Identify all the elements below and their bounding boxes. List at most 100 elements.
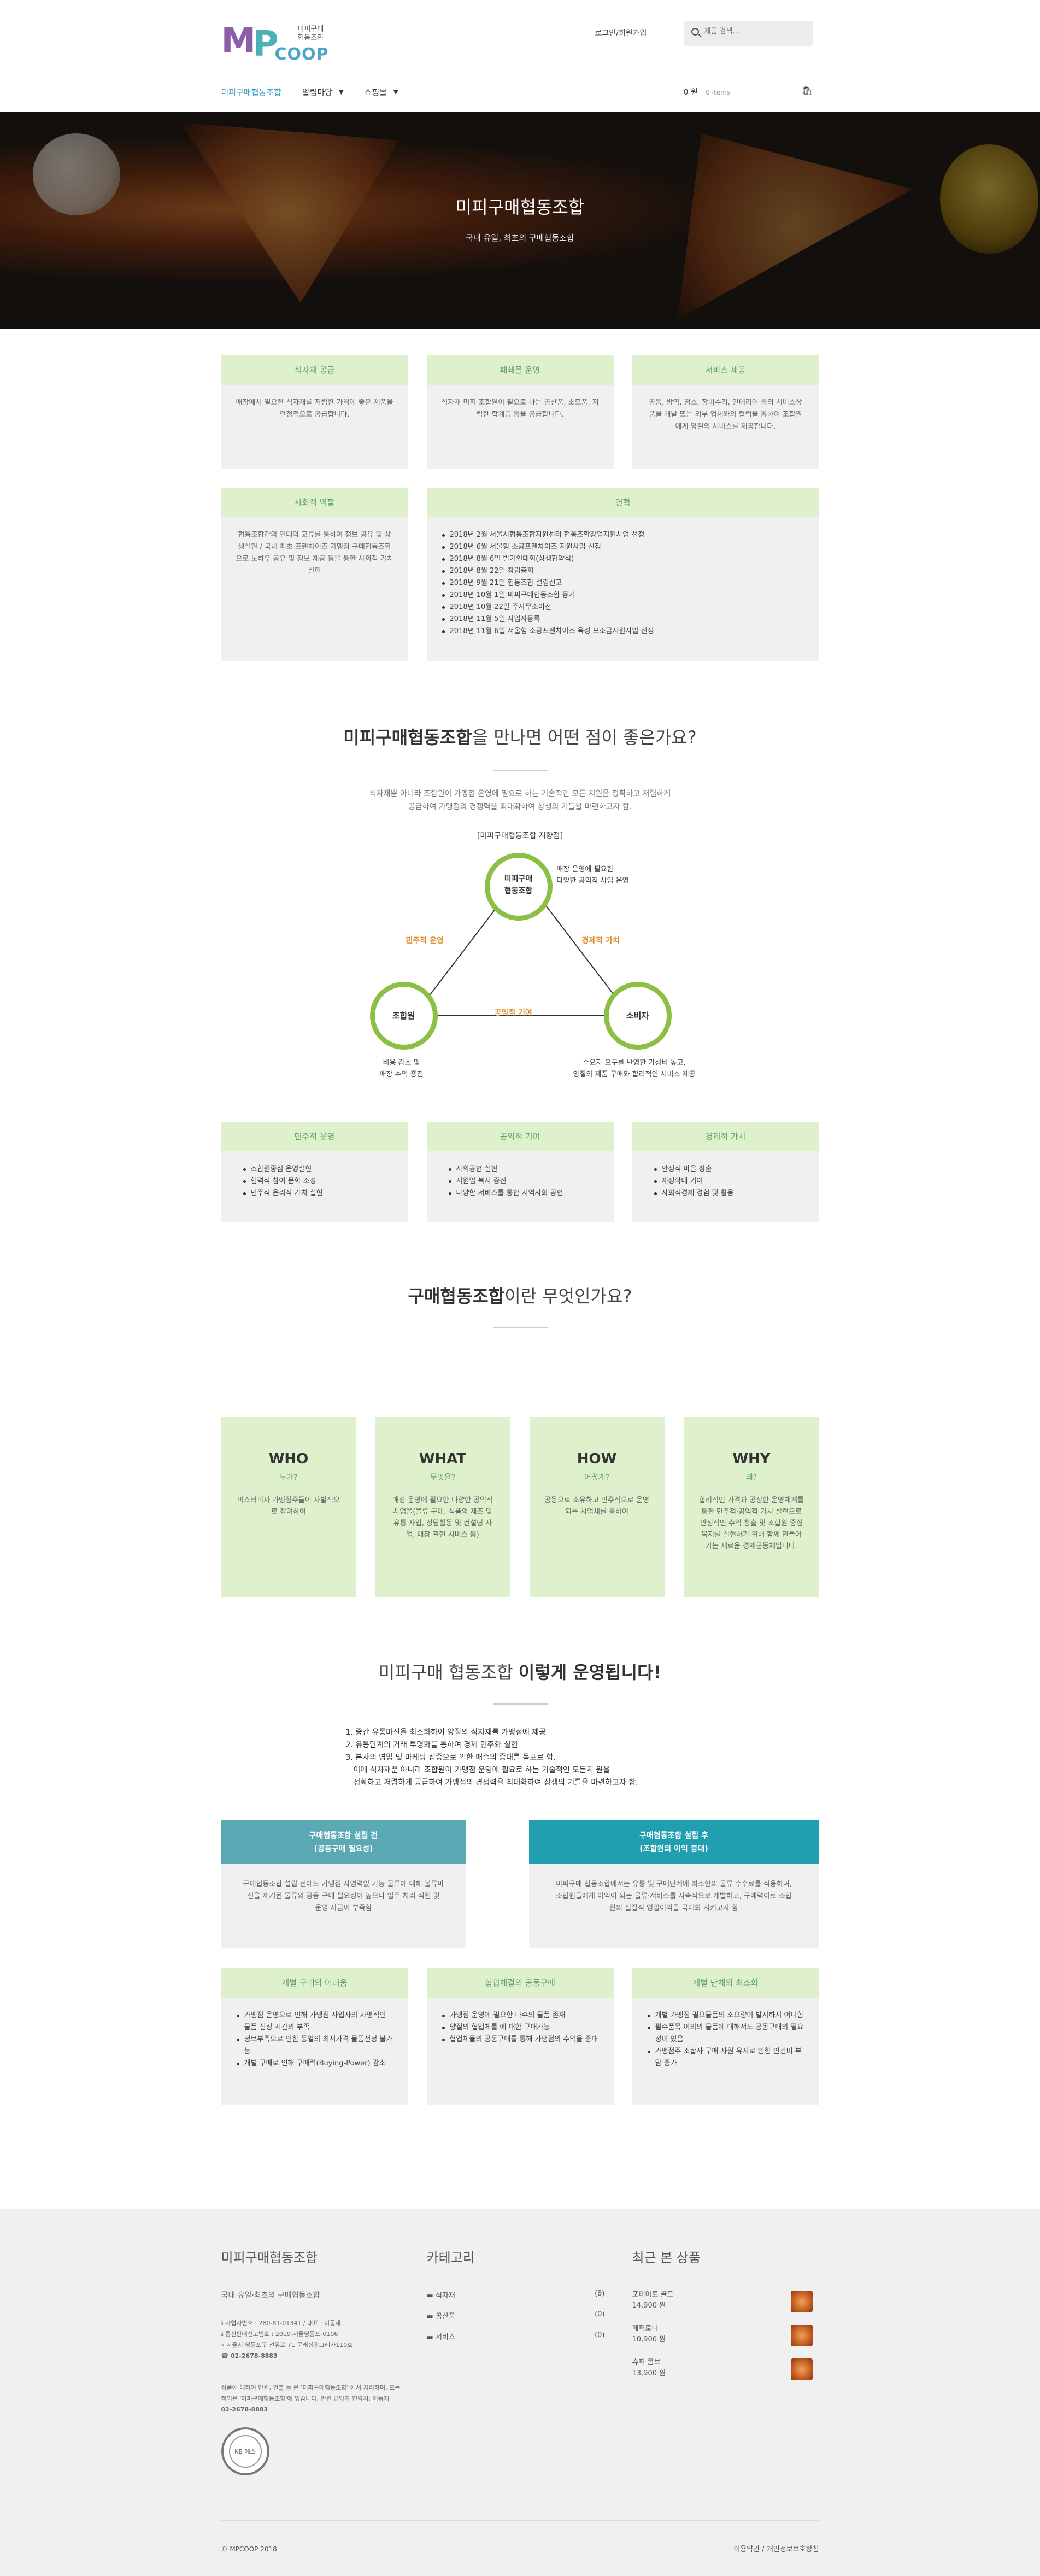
problem-item: 정보부족으로 인한 동일의 최저가격 물품선정 불가능 bbox=[236, 2034, 394, 2058]
info-card-body: 식자재 미피 조합원이 필요로 하는 공산품, 소모품, 저렴한 합계품 등을 … bbox=[441, 399, 599, 419]
info-card-title: 사회적 역할 bbox=[221, 488, 408, 517]
what-box-desc: 미스터피자 가맹점주들이 자발적으로 참여하여 bbox=[237, 1496, 340, 1516]
recent-product[interactable]: 페퍼로니 10,900 원 bbox=[632, 2323, 666, 2345]
diagram-text-line: 다양한 공익적 사업 운영 bbox=[556, 877, 629, 885]
recent-product-name: 포테이토 골드 bbox=[632, 2291, 674, 2299]
value-item: 민주적 윤리적 가치 실현 bbox=[242, 1187, 394, 1199]
recent-product[interactable]: 슈퍼 콤보 13,900 원 bbox=[632, 2357, 666, 2379]
value-item: 안정적 마을 창출 bbox=[653, 1163, 805, 1175]
problem-card-body: 개별 가맹점 필요물품의 소요량이 발지하지 어니함 필수품목 이외의 물품에 … bbox=[632, 1998, 819, 2082]
history-item: 2018년 11월 5일 사업자등록 bbox=[441, 613, 805, 625]
value-card-title: 민주적 운영 bbox=[221, 1122, 408, 1151]
legal-links[interactable]: 이용약관 / 개인정보보호방침 bbox=[733, 2545, 819, 2554]
operation-list-item: 정확하고 저렴하게 공급하여 가맹점의 경쟁력을 최대화하여 상생의 기틀을 마… bbox=[353, 1778, 638, 1787]
diagram-node-consumer: 소비자 bbox=[603, 982, 672, 1050]
shopping-bag-icon: 🛍 bbox=[801, 85, 813, 96]
problem-card: 협업체결의 공동구매 가맹점 운영에 필요한 다수의 물품 존재 양질의 협업체… bbox=[426, 1968, 614, 2105]
folder-icon: ▬ bbox=[426, 2312, 433, 2321]
recent-product-thumbnail[interactable] bbox=[790, 2291, 813, 2312]
footer-title: 미피구매협동조합 bbox=[221, 2250, 318, 2265]
info-card-body: 매장에서 필요한 식자재를 저렴한 가격에 좋은 제품을 안정적으로 공급합니다… bbox=[236, 399, 393, 419]
hero-overlay bbox=[0, 112, 1040, 329]
problem-list: 개별 가맹점 필요물품의 소요량이 발지하지 어니함 필수품목 이외의 물품에 … bbox=[647, 2010, 805, 2070]
nav-item-mpcoop[interactable]: 미피구매협동조합 bbox=[221, 86, 281, 98]
problem-card-body: 가맹점 운영으로 인해 가맹점 사업자의 자영적인 물품 선정 시간의 부족 정… bbox=[221, 1998, 408, 2082]
diagram-label-public: 공익적 기여 bbox=[494, 1009, 532, 1017]
value-item: 사회적경제 경험 및 활용 bbox=[653, 1187, 805, 1199]
operation-title-rest: 미피구매 협동조합 bbox=[378, 1662, 519, 1683]
hero-subtitle: 국내 유일, 최초의 구매협동조합 bbox=[466, 233, 574, 243]
value-list: 조합원중심 운영실현 협력적 참여 문화 조성 민주적 윤리적 가치 실현 bbox=[242, 1163, 394, 1199]
diagram-caption: [미피구매협동조합 지향점] bbox=[477, 832, 563, 840]
value-item: 사회공헌 실현 bbox=[448, 1163, 600, 1175]
diagram-text-line: 매장 운영에 필요한 bbox=[556, 865, 614, 874]
diagram-text-line: 수요자 요구를 반영한 가성비 높고, bbox=[583, 1059, 686, 1067]
problem-list: 가맹점 운영에 필요한 다수의 물품 존재 양질의 협업체를 에 대한 구매가능… bbox=[441, 2010, 600, 2046]
what-title-rest: 이란 무엇인가요? bbox=[504, 1286, 632, 1307]
what-box-title: HOW bbox=[577, 1451, 617, 1467]
history-item: 2018년 8월 6일 발기인대회(상생협약식) bbox=[441, 553, 805, 565]
history-item: 2018년 6월 서울형 소공프랜차이즈 지원사업 선정 bbox=[441, 541, 805, 553]
value-card-body: 조합원중심 운영실현 협력적 참여 문화 조성 민주적 윤리적 가치 실현 bbox=[221, 1151, 408, 1211]
value-card: 경제적 가치 안정적 마을 창출 재정확대 기여 사회적경제 경험 및 활용 bbox=[632, 1122, 819, 1222]
operation-list-item: 1. 중간 유통마진을 최소화하여 양질의 식자재를 가맹점에 제공 bbox=[345, 1728, 547, 1737]
history-item: 2018년 9월 21일 협동조합 설립신고 bbox=[441, 577, 805, 589]
footer-address: 서울시 영등포구 선유로 71 문래힘광그레가110호 bbox=[226, 2341, 353, 2349]
search-icon bbox=[691, 28, 699, 36]
before-card: 구매협동조합 설립 전 (공동구매 필요성) 구매협동조합 설립 전에도 가맹점… bbox=[221, 1820, 466, 1948]
recent-product-thumbnail[interactable] bbox=[790, 2358, 813, 2380]
problem-card-title: 개별 구매의 어려움 bbox=[221, 1968, 408, 1998]
info-card-body: 공동, 방역, 청소, 장비수리, 인테리어 등의 서비스상품을 개발 또는 외… bbox=[649, 399, 802, 431]
hero-title: 미피구매협동조합 bbox=[455, 197, 585, 218]
hero-garlic-image bbox=[33, 133, 120, 215]
category-item[interactable]: ▬ 서비스 (0) bbox=[427, 2331, 605, 2341]
chevron-down-icon: ▼ bbox=[339, 89, 344, 96]
values-section: 민주적 운영 조합원중심 운영실현 협력적 참여 문화 조성 민주적 윤리적 가… bbox=[221, 1122, 819, 1417]
info-card: 사회적 역할 협동조합간의 연대와 교류를 통하여 정보 공유 및 상생실현 /… bbox=[221, 488, 408, 661]
operation-section: 1. 중간 유통마진을 최소화하여 양질의 식자재를 가맹점에 제공 2. 유통… bbox=[221, 1723, 819, 2209]
what-box-how: HOW 어떻게? 공동으로 소유하고 민주적으로 운영되는 사업체를 통하여 bbox=[529, 1417, 665, 1597]
operation-list-item: 이에 식자재뿐 아니라 조합원이 가맹점 운영에 필요로 하는 기술적인 모든지… bbox=[353, 1766, 610, 1775]
categories-title: 카테고리 bbox=[426, 2250, 475, 2265]
search-box[interactable] bbox=[683, 21, 813, 46]
nav-label: 미피구매협동조합 bbox=[221, 87, 281, 97]
category-name: 식자재 bbox=[435, 2292, 455, 2300]
recent-product[interactable]: 포테이토 골드 14,900 원 bbox=[632, 2290, 674, 2311]
info-card: 폐쇄몰 운영 식자재 미피 조합원이 필요로 하는 공산품, 소모품, 저렴한 … bbox=[426, 355, 614, 469]
diagram-node-label-line: 미피구매 bbox=[504, 875, 533, 883]
nav-item-notice[interactable]: 알림마당▼ bbox=[302, 86, 344, 98]
value-card: 민주적 운영 조합원중심 운영실현 협력적 참여 문화 조성 민주적 윤리적 가… bbox=[221, 1122, 408, 1222]
history-item: 2018년 11월 6일 서울형 소공프랜차이즈 육성 보조금지원사업 선정 bbox=[441, 625, 805, 637]
footer-info-line: ℹ 사업자번호 : 280-81-01341 / 대표 : 이동재 bbox=[221, 2320, 341, 2327]
problem-card-body: 가맹점 운영에 필요한 다수의 물품 존재 양질의 협업체를 에 대한 구매가능… bbox=[427, 1998, 614, 2058]
cart-link[interactable]: 0 원 0 items 🛍 bbox=[683, 85, 813, 97]
info-card: 식자재 공급 매장에서 필요한 식자재를 저렴한 가격에 좋은 제품을 안정적으… bbox=[221, 355, 408, 469]
main-nav: 미피구매협동조합 알림마당▼ 쇼핑몰▼ bbox=[221, 86, 419, 98]
value-item: 재정확대 기여 bbox=[653, 1175, 805, 1187]
cart-total: 0 원 bbox=[683, 88, 698, 97]
section-divider bbox=[492, 1703, 548, 1705]
problem-list: 가맹점 운영으로 인해 가맹점 사업자의 자영적인 물품 선정 시간의 부족 정… bbox=[236, 2010, 394, 2070]
site-footer: 미피구매협동조합 국내 유일·최초의 구매협동조합 ℹ 사업자번호 : 280-… bbox=[0, 2209, 1040, 2576]
what-box-why: WHY 왜? 합리적인 가격과 공정한 운영체계를 통한 민주적·공익적 가치 … bbox=[684, 1417, 819, 1597]
site-logo[interactable]: M P COOP 미피구매 협동조합 bbox=[221, 16, 331, 66]
chevron-down-icon: ▼ bbox=[393, 89, 398, 96]
login-register-link[interactable]: 로그인/회원가입 bbox=[595, 29, 647, 38]
what-section: WHO 누가? 미스터피자 가맹점주들이 자발적으로 참여하여 WHAT 무엇을… bbox=[221, 1417, 819, 1723]
category-item[interactable]: ▬ 식자재 (8) bbox=[427, 2290, 605, 2300]
recent-product-thumbnail[interactable] bbox=[790, 2325, 813, 2346]
footer-info-line: ℹ 통신판매신고번호 : 2019-서울영등포-0106 bbox=[221, 2331, 338, 2338]
history-item: 2018년 8월 22일 창립총회 bbox=[441, 565, 805, 577]
what-box-subtitle: 누가? bbox=[279, 1473, 298, 1482]
diagram-text-line: 양질의 제품 구매와 합리적인 서비스 제공 bbox=[573, 1070, 696, 1079]
history-card: 연혁 2018년 2월 서울시협동조합지원센터 협동조합창업지원사업 선정 20… bbox=[426, 488, 819, 661]
section-divider bbox=[492, 1327, 548, 1328]
search-input[interactable] bbox=[704, 27, 803, 36]
category-item[interactable]: ▬ 공산품 (0) bbox=[427, 2310, 605, 2321]
what-box-subtitle: 무엇을? bbox=[430, 1473, 456, 1482]
footer-phone: 02-2678-8883 bbox=[231, 2352, 278, 2360]
hero-banner: 미피구매협동조합 국내 유일, 최초의 구매협동조합 bbox=[0, 112, 1040, 329]
folder-icon: ▬ bbox=[426, 2292, 433, 2300]
nav-item-shop[interactable]: 쇼핑몰▼ bbox=[365, 86, 398, 98]
